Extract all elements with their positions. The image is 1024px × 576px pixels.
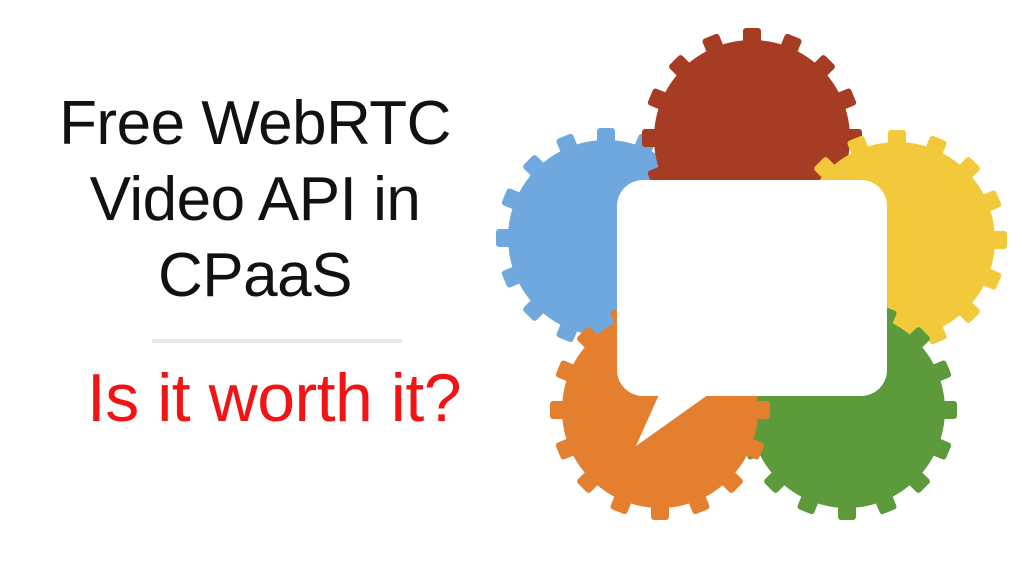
headline-line-3: CPaaS: [158, 241, 352, 310]
headline: Free WebRTC Video API in CPaaS: [40, 86, 470, 314]
headline-line-2: Video API in: [89, 165, 421, 234]
headline-line-1: Free WebRTC: [59, 89, 451, 158]
subheadline: Is it worth it?: [86, 360, 462, 436]
webrtc-logo-icon: [496, 28, 1007, 520]
divider-line: [152, 339, 402, 343]
chat-bubble-icon: [617, 180, 887, 446]
